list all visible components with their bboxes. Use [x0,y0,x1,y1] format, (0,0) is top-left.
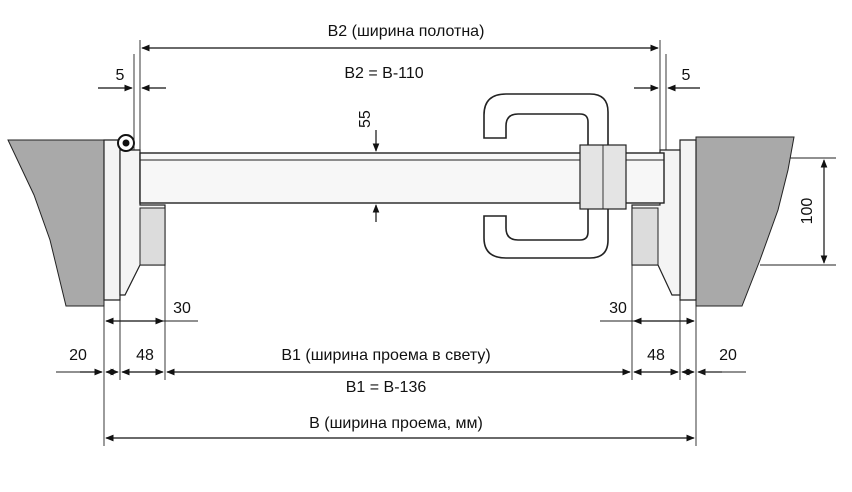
hinge-knuckle [117,134,135,152]
frame-depth-label: 100 [799,198,816,225]
dim-b1: 20 48 B1 (ширина проема в свету) 48 20 B… [56,300,746,396]
frame-right-label: 30 [609,300,627,317]
dim-b: B (ширина проема, мм) [105,415,695,442]
dim-frame-left: 30 [103,265,198,446]
b2-formula: B2 = B-110 [344,65,423,82]
b1-formula: B1 = B-136 [346,379,427,396]
b-title: B (ширина проема, мм) [309,415,483,432]
frame-right [631,139,697,301]
dim-gap-left: 5 [98,54,166,150]
gap-right-label: 5 [682,67,691,84]
dim-gap-right: 5 [634,54,700,150]
outer-right-label: 20 [719,347,737,364]
inner-left-label: 48 [136,347,154,364]
b1-title: B1 (ширина проема в свету) [281,347,490,364]
outer-left-label: 20 [69,347,87,364]
frame-left-label: 30 [173,300,191,317]
dim-leaf-thickness: 55 [357,110,380,222]
wall-right [695,136,795,307]
dim-frame-depth: 100 [760,157,836,266]
wall-left [7,139,105,307]
gap-left-label: 5 [116,67,125,84]
door-leaf [139,152,665,204]
inner-right-label: 48 [647,347,665,364]
dim-frame-right: 30 [600,265,697,446]
leaf-thickness-label: 55 [357,110,374,128]
door-handle [483,93,627,259]
dim-b2: B2 (ширина полотна) B2 = B-110 [139,23,661,153]
b2-title: B2 (ширина полотна) [328,23,485,40]
